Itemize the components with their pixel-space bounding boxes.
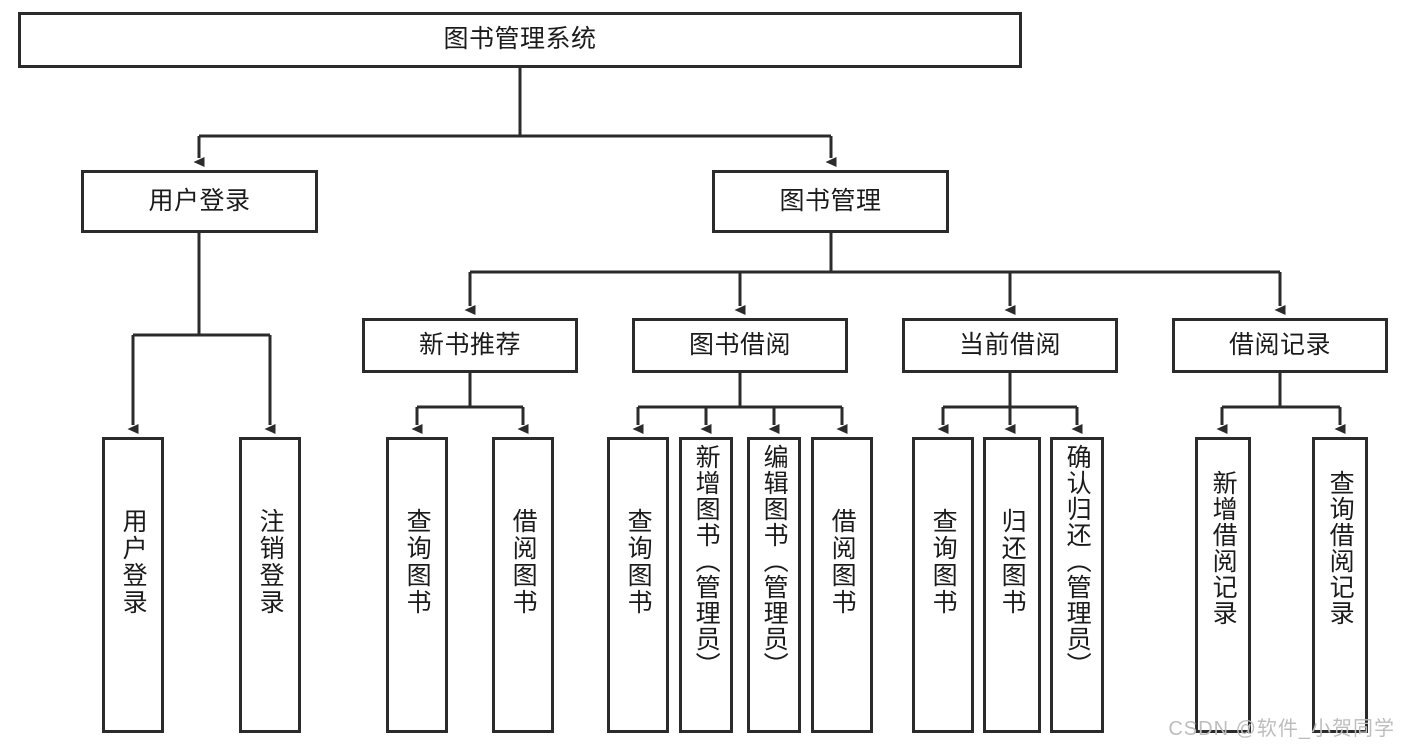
node-borrow-record-label: 借阅记录 (1228, 330, 1331, 359)
node-leaf-user-login[interactable]: 用户登录 (102, 437, 164, 733)
node-leaf-confirm-return[interactable]: 确认归还（管理员） (1050, 437, 1104, 733)
node-leaf-query-book-3[interactable]: 查询图书 (912, 437, 974, 733)
node-leaf-add-book[interactable]: 新增图书（管理员） (679, 437, 733, 733)
node-leaf-query-book-1-label: 查询图书 (403, 508, 432, 616)
node-leaf-query-book-1[interactable]: 查询图书 (386, 437, 448, 733)
node-root[interactable]: 图书管理系统 (18, 12, 1022, 68)
node-borrow-record[interactable]: 借阅记录 (1172, 318, 1388, 373)
node-leaf-add-record-label: 新增借阅记录 (1209, 470, 1238, 626)
node-new-book-recommend-label: 新书推荐 (418, 330, 521, 359)
node-leaf-user-logout-label: 注销登录 (256, 508, 285, 616)
node-leaf-borrow-book-2[interactable]: 借阅图书 (811, 437, 873, 733)
node-leaf-user-login-label: 用户登录 (119, 508, 148, 616)
node-user-login-label: 用户登录 (148, 186, 251, 215)
node-leaf-add-record[interactable]: 新增借阅记录 (1195, 437, 1251, 733)
node-book-manage[interactable]: 图书管理 (712, 170, 949, 233)
node-leaf-edit-book-label: 编辑图书（管理员） (760, 444, 789, 678)
node-leaf-confirm-return-label: 确认归还（管理员） (1063, 444, 1092, 678)
node-leaf-query-book-2[interactable]: 查询图书 (607, 437, 669, 733)
node-leaf-borrow-book-2-label: 借阅图书 (828, 508, 857, 616)
node-leaf-query-record-label: 查询借阅记录 (1326, 470, 1355, 626)
node-root-label: 图书管理系统 (443, 25, 597, 54)
node-leaf-query-book-2-label: 查询图书 (624, 508, 653, 616)
node-leaf-return-book-label: 归还图书 (998, 508, 1027, 616)
node-book-borrow[interactable]: 图书借阅 (632, 318, 848, 373)
node-leaf-query-record[interactable]: 查询借阅记录 (1312, 437, 1368, 733)
watermark-text: CSDN @软件_小贺同学 (1168, 718, 1395, 740)
node-book-manage-label: 图书管理 (779, 186, 882, 215)
node-leaf-borrow-book-1-label: 借阅图书 (509, 508, 538, 616)
node-leaf-user-logout[interactable]: 注销登录 (239, 437, 301, 733)
node-leaf-add-book-label: 新增图书（管理员） (692, 444, 721, 678)
node-leaf-edit-book[interactable]: 编辑图书（管理员） (747, 437, 801, 733)
node-book-borrow-label: 图书借阅 (688, 330, 791, 359)
node-leaf-query-book-3-label: 查询图书 (929, 508, 958, 616)
node-user-login[interactable]: 用户登录 (81, 170, 318, 233)
node-leaf-return-book[interactable]: 归还图书 (983, 437, 1041, 733)
node-new-book-recommend[interactable]: 新书推荐 (362, 318, 578, 373)
node-leaf-borrow-book-1[interactable]: 借阅图书 (492, 437, 554, 733)
node-current-borrow[interactable]: 当前借阅 (902, 318, 1118, 373)
node-current-borrow-label: 当前借阅 (958, 330, 1061, 359)
